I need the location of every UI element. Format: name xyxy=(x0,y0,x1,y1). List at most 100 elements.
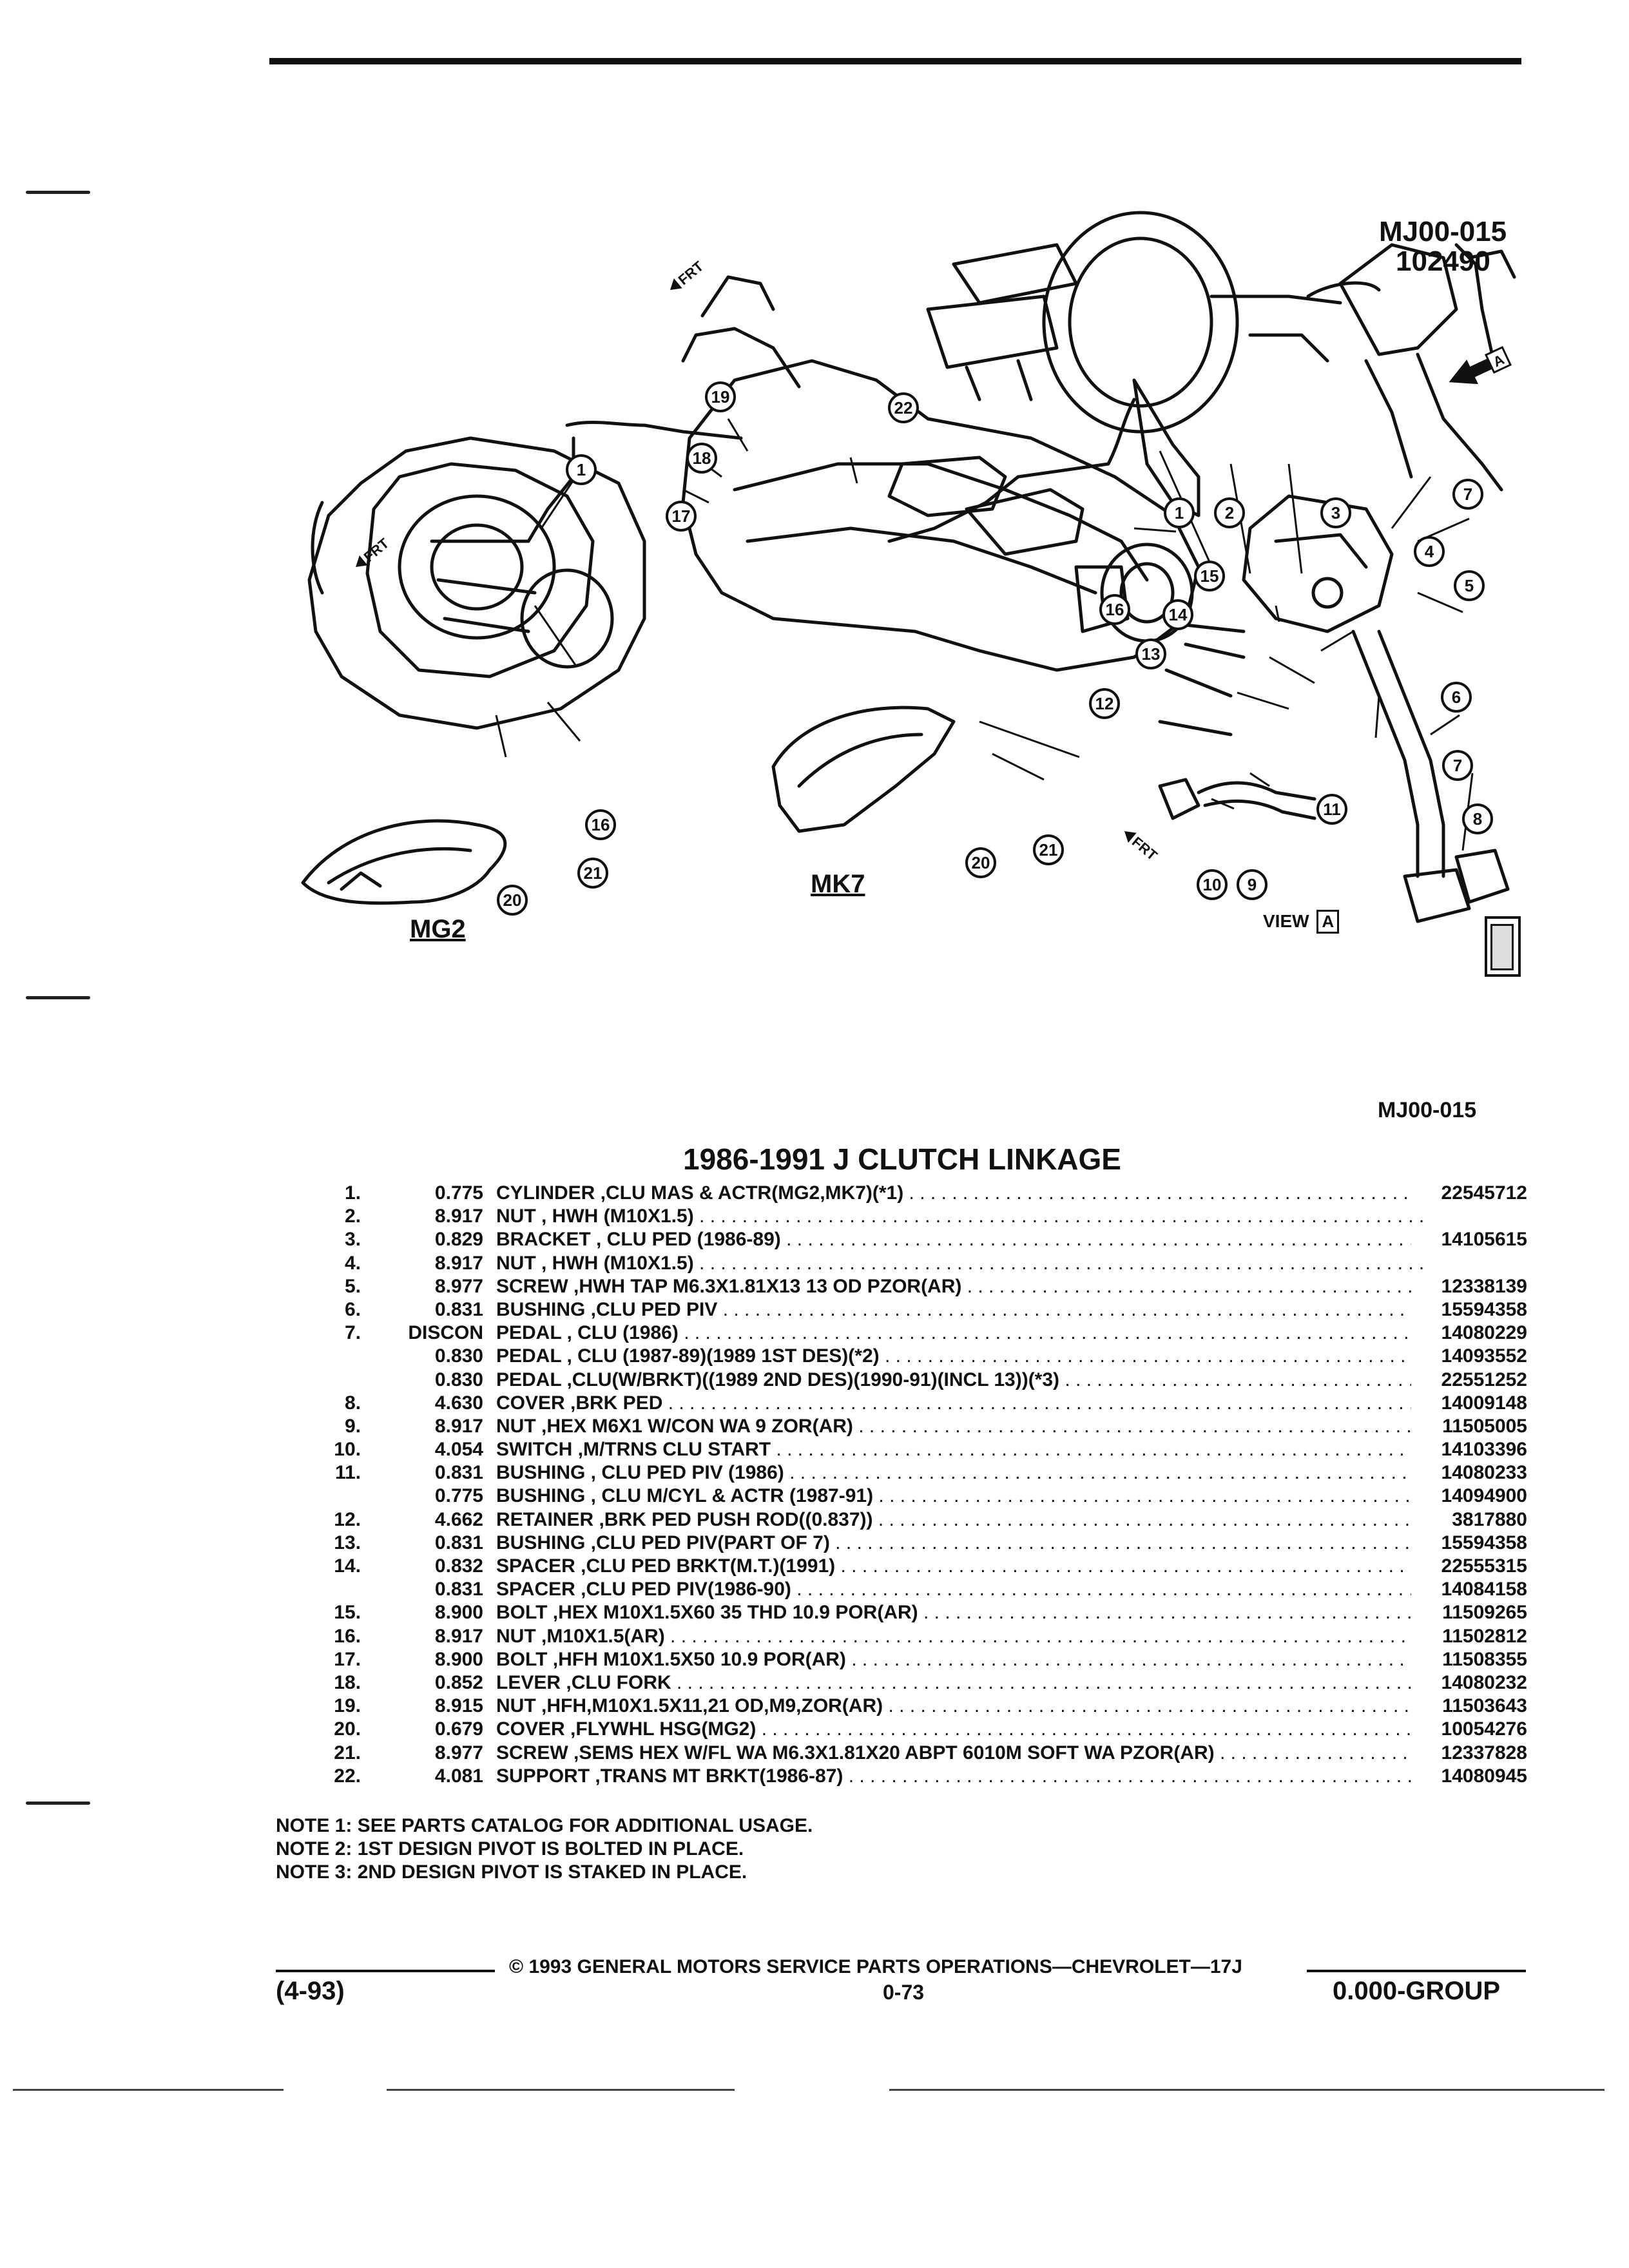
footer-date: (4-93) xyxy=(276,1977,345,2005)
label-mg2: MG2 xyxy=(410,915,466,943)
callout-7: 7 xyxy=(1442,750,1473,781)
part-number-index: 14. xyxy=(334,1555,361,1577)
part-quantity-code: 0.852 xyxy=(434,1671,483,1693)
part-quantity-code: 8.917 xyxy=(434,1206,483,1227)
part-description: SCREW ,HWH TAP M6.3X1.81X13 13 OD PZOR(A… xyxy=(496,1275,1431,1298)
part-number-index: 11. xyxy=(334,1462,361,1484)
part-description: BUSHING ,CLU PED PIV xyxy=(496,1298,1431,1321)
part-description: SPACER ,CLU PED PIV(1986-90) xyxy=(496,1578,1431,1601)
view-a-label: VIEW A xyxy=(1263,910,1340,934)
part-quantity-code: 0.831 xyxy=(434,1579,483,1600)
mk7-cover-drawing xyxy=(771,706,956,833)
footer-group: 0.000-GROUP xyxy=(1333,1977,1501,2005)
callout-13: 13 xyxy=(1135,639,1166,669)
top-rule xyxy=(269,58,1521,64)
part-description: SUPPORT ,TRANS MT BRKT(1986-87) xyxy=(496,1765,1431,1788)
bottom-rule xyxy=(387,2089,735,2091)
part-number: 14093552 xyxy=(1411,1345,1527,1369)
svg-text:10: 10 xyxy=(1203,875,1222,894)
part-number-index: 13. xyxy=(334,1532,361,1553)
callout-2: 2 xyxy=(1214,497,1245,528)
part-number: 14103396 xyxy=(1411,1438,1527,1462)
note-2: NOTE 2: 1ST DESIGN PIVOT IS BOLTED IN PL… xyxy=(276,1838,744,1860)
pedal-assembly-drawing xyxy=(1338,243,1516,492)
part-description: BRACKET , CLU PED (1986-89) xyxy=(496,1228,1431,1251)
gm-spo-logo-icon xyxy=(1485,916,1521,977)
part-quantity-code: 0.831 xyxy=(434,1532,483,1553)
part-number-index: 8. xyxy=(344,1392,361,1414)
part-number: 12337828 xyxy=(1411,1741,1527,1765)
part-description: SPACER ,CLU PED BRKT(M.T.)(1991) xyxy=(496,1555,1431,1578)
part-description: COVER ,BRK PED xyxy=(496,1392,1431,1415)
frt-arrow-icon: FRT xyxy=(670,258,707,290)
part-number-index: 16. xyxy=(334,1625,361,1647)
footer-rule-right xyxy=(1307,1970,1526,1972)
svg-text:5: 5 xyxy=(1465,576,1474,595)
part-number-index: 20. xyxy=(334,1718,361,1740)
part-number-index: 10. xyxy=(334,1439,361,1461)
callout-3: 3 xyxy=(1320,497,1351,528)
parts-row: 0.831 SPACER ,CLU PED PIV(1986-90)1408415… xyxy=(303,1578,1527,1602)
view-label-text: VIEW xyxy=(1263,911,1309,931)
part-description: COVER ,FLYWHL HSG(MG2) xyxy=(496,1718,1431,1741)
part-number-index: 3. xyxy=(344,1229,361,1251)
svg-text:21: 21 xyxy=(584,863,602,883)
view-label-box: A xyxy=(1316,910,1340,934)
svg-text:7: 7 xyxy=(1453,756,1462,775)
svg-text:1: 1 xyxy=(1175,503,1184,523)
svg-text:15: 15 xyxy=(1200,566,1219,586)
frt-arrow-icon: FRT xyxy=(1124,831,1161,864)
mg2-flywheel-cover-drawing xyxy=(301,819,507,905)
svg-text:7: 7 xyxy=(1463,485,1472,504)
figure-date: 102490 xyxy=(1396,245,1490,277)
part-quantity-code: 0.775 xyxy=(434,1485,483,1507)
part-number-index: 5. xyxy=(344,1275,361,1297)
callout-18: 18 xyxy=(686,443,717,474)
svg-text:12: 12 xyxy=(1095,694,1114,713)
part-number-index: 7. xyxy=(344,1322,361,1344)
part-number: 14084158 xyxy=(1411,1578,1527,1602)
svg-text:14: 14 xyxy=(1169,605,1188,624)
part-description: NUT ,HEX M6X1 W/CON WA 9 ZOR(AR) xyxy=(496,1415,1431,1438)
part-description: RETAINER ,BRK PED PUSH ROD((0.837)) xyxy=(496,1508,1431,1532)
note-1: NOTE 1: SEE PARTS CATALOG FOR ADDITIONAL… xyxy=(276,1815,813,1836)
part-number: 14094900 xyxy=(1411,1485,1527,1508)
callout-19: 19 xyxy=(705,381,736,412)
part-number-index: 21. xyxy=(334,1742,361,1763)
part-description: PEDAL , CLU (1986) xyxy=(496,1321,1431,1345)
part-quantity-code: 8.917 xyxy=(434,1252,483,1274)
callout-20-mk7: 20 xyxy=(965,847,996,878)
part-description: CYLINDER ,CLU MAS & ACTR(MG2,MK7)(*1) xyxy=(496,1182,1431,1205)
part-number-index: 17. xyxy=(334,1648,361,1670)
view-a-arrow-icon: A xyxy=(1449,346,1512,385)
margin-mark xyxy=(26,1802,90,1805)
svg-text:16: 16 xyxy=(592,815,610,834)
part-number: 11503643 xyxy=(1411,1695,1527,1718)
svg-text:9: 9 xyxy=(1248,875,1257,894)
svg-text:16: 16 xyxy=(1106,600,1124,619)
part-number-index: 2. xyxy=(344,1206,361,1227)
callout-1: 1 xyxy=(1164,497,1195,528)
margin-mark xyxy=(26,191,90,194)
svg-text:3: 3 xyxy=(1331,503,1340,523)
part-quantity-code: 4.081 xyxy=(434,1765,483,1787)
svg-text:6: 6 xyxy=(1452,687,1461,707)
callout-6: 6 xyxy=(1441,682,1472,713)
part-description: SCREW ,SEMS HEX W/FL WA M6.3X1.81X20 ABP… xyxy=(496,1742,1431,1765)
part-description: NUT ,HFH,M10X1.5X11,21 OD,M9,ZOR(AR) xyxy=(496,1695,1431,1718)
callout-21-mk7: 21 xyxy=(1033,834,1064,865)
svg-text:20: 20 xyxy=(972,853,990,872)
part-number: 14080232 xyxy=(1411,1671,1527,1695)
part-quantity-code: 0.775 xyxy=(434,1182,483,1204)
part-number-index: 6. xyxy=(344,1298,361,1320)
brake-booster-drawing xyxy=(926,211,1381,434)
